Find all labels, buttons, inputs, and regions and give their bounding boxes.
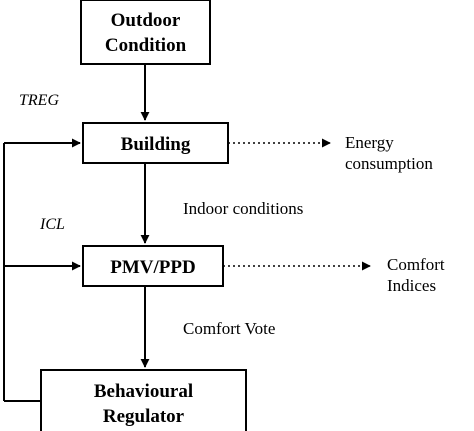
behavioural-regulator-label-line1: Behavioural bbox=[94, 381, 193, 402]
comfort-indices-label-line2: Indices bbox=[387, 276, 436, 295]
building-box: Building bbox=[82, 122, 229, 164]
pmv-ppd-label: PMV/PPD bbox=[110, 257, 195, 278]
indoor-conditions-label: Indoor conditions bbox=[183, 199, 303, 218]
outdoor-condition-label-line1: Outdoor bbox=[111, 10, 181, 31]
comfort-vote-label: Comfort Vote bbox=[183, 319, 275, 338]
energy-label-line2: consumption bbox=[345, 154, 433, 173]
outdoor-condition-box: Outdoor Condition bbox=[80, 0, 211, 65]
pmv-ppd-box: PMV/PPD bbox=[82, 245, 224, 287]
behavioural-regulator-label-line2: Regulator bbox=[103, 406, 185, 427]
comfort-indices-label-line1: Comfort bbox=[387, 255, 445, 274]
energy-label-line1: Energy bbox=[345, 133, 394, 152]
treg-label: TREG bbox=[19, 92, 59, 109]
icl-label: ICL bbox=[39, 216, 65, 233]
behavioural-regulator-box: Behavioural Regulator bbox=[40, 369, 247, 431]
outdoor-condition-label-line2: Condition bbox=[105, 35, 187, 56]
building-label: Building bbox=[121, 134, 191, 155]
